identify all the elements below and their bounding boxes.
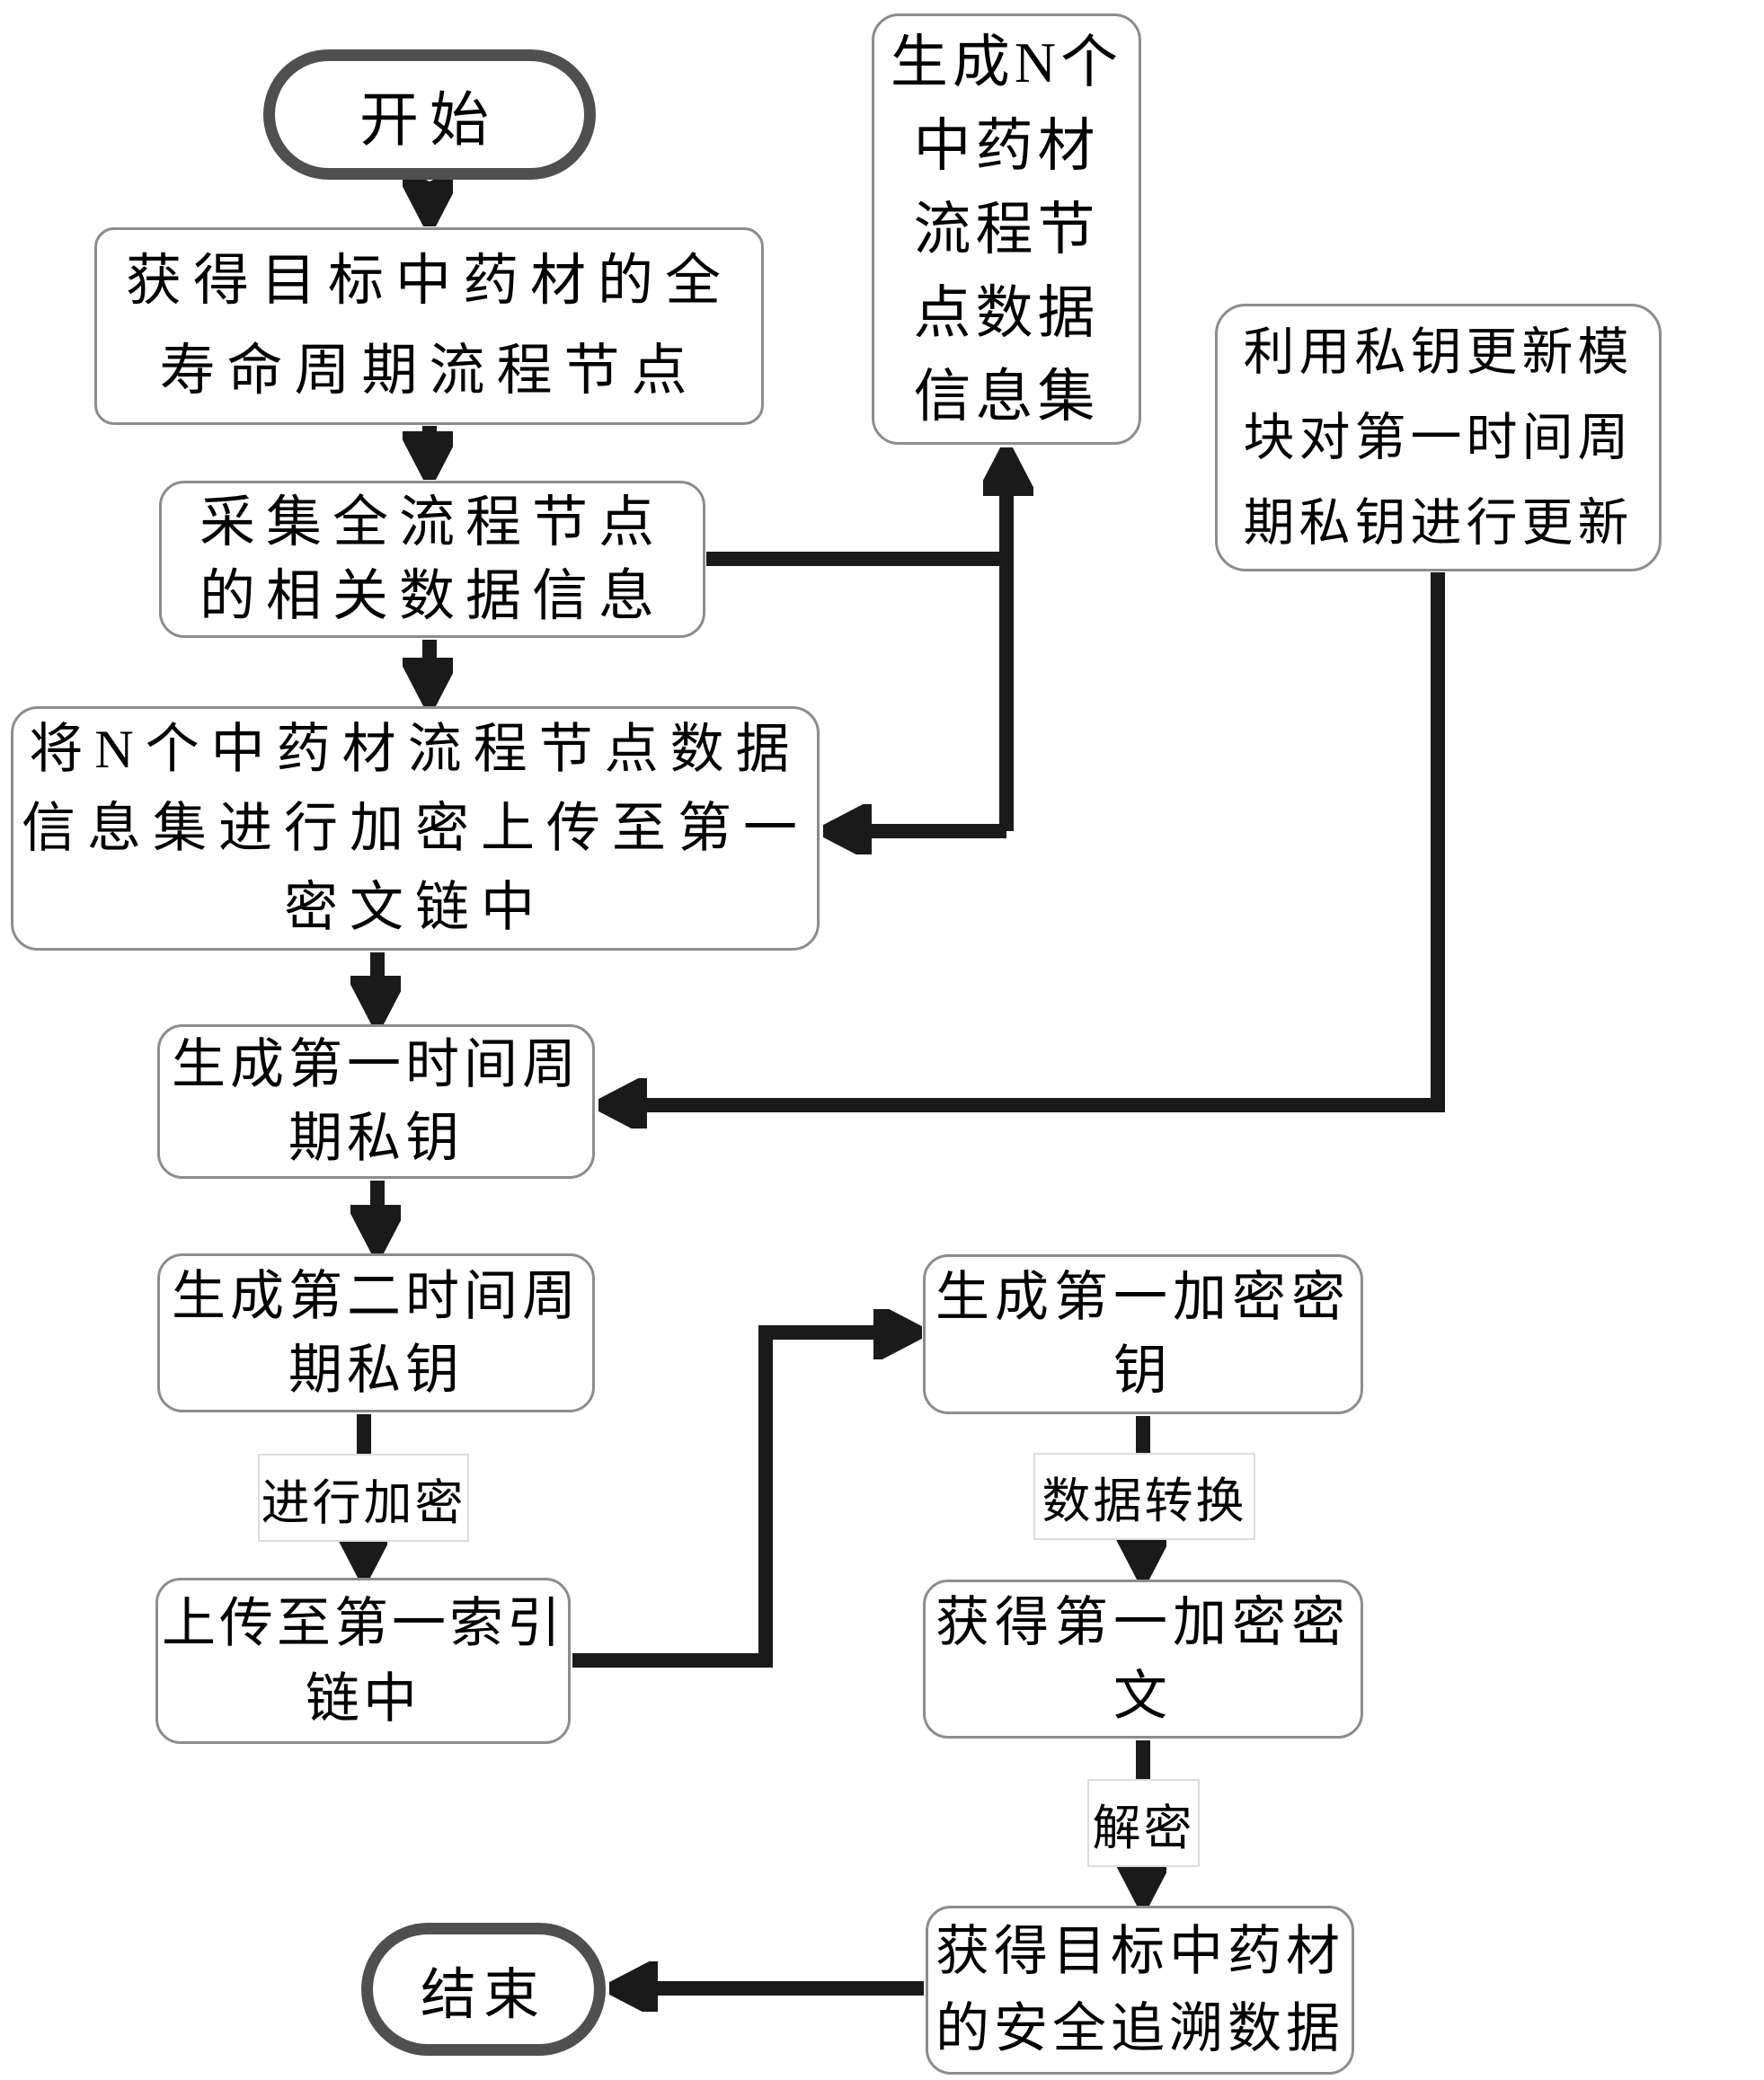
text-line: 获得目标中药材 xyxy=(935,1922,1344,1981)
text-line: 期私钥进行更新 xyxy=(1243,494,1634,552)
text-line: 生成第一时间周 xyxy=(172,1035,581,1094)
node-acquire-lifecycle: 获得目标中药材的全 寿命周期流程节点 xyxy=(94,227,764,425)
text-line: 钥 xyxy=(1113,1341,1173,1401)
text-line: 生成第二时间周 xyxy=(172,1266,581,1326)
text-line: 信息集 xyxy=(913,364,1100,429)
text-line: 密文链中 xyxy=(284,878,546,937)
text-line: 点数据 xyxy=(913,280,1100,345)
node-encrypt-upload-cipher-chain: 将N个中药材流程节点数据 信息集进行加密上传至第一 密文链中 xyxy=(11,706,820,951)
text-line: 块对第一时间周 xyxy=(1243,409,1634,466)
text-line: 信息集进行加密上传至第一 xyxy=(22,799,809,858)
text-line: 数据转换 xyxy=(1042,1474,1247,1528)
arrow-index-upload-to-encrypt-key xyxy=(572,1332,918,1668)
node-generate-dataset: 生成N个 中药材 流程节 点数据 信息集 xyxy=(872,13,1141,445)
node-second-period-key: 生成第二时间周 期私钥 xyxy=(157,1253,595,1412)
text-line: 生成N个 xyxy=(890,30,1123,94)
text-line: 期私钥 xyxy=(288,1340,464,1400)
text-line: 将N个中药材流程节点数据 xyxy=(29,720,802,779)
node-first-cipher-text: 获得第一加密密 文 xyxy=(923,1580,1363,1739)
text-line: 寿命周期流程节点 xyxy=(159,341,699,402)
node-end-terminal: 结束 xyxy=(361,1923,606,2056)
node-trace-data: 获得目标中药材 的安全追溯数据 xyxy=(926,1906,1354,2075)
node-upload-index-chain: 上传至第一索引 链中 xyxy=(155,1578,571,1744)
edge-label-encrypt: 进行加密 xyxy=(258,1454,469,1542)
text-line: 的安全追溯数据 xyxy=(935,1999,1344,2058)
text-line: 中药材 xyxy=(913,113,1100,178)
text-line: 获得第一加密密 xyxy=(935,1592,1351,1652)
text-line: 的相关数据信息 xyxy=(199,565,665,627)
text-line: 利用私钥更新模 xyxy=(1243,323,1634,381)
text-line: 获得目标中药材的全 xyxy=(125,251,732,312)
text-line: 文 xyxy=(1113,1666,1173,1726)
arrow-update-module-to-first-key xyxy=(602,572,1445,1105)
text-line: 上传至第一索引 xyxy=(162,1593,564,1653)
node-update-key-module: 利用私钥更新模 块对第一时间周 期私钥进行更新 xyxy=(1215,304,1662,571)
text-line: 开始 xyxy=(359,87,500,154)
text-line: 流程节 xyxy=(913,197,1100,261)
node-first-encrypt-key: 生成第一加密密 钥 xyxy=(923,1254,1363,1414)
text-line: 链中 xyxy=(306,1668,421,1729)
text-line: 进行加密 xyxy=(261,1475,466,1530)
text-line: 解密 xyxy=(1092,1801,1195,1855)
text-line: 生成第一加密密 xyxy=(935,1268,1351,1327)
node-start-terminal: 开始 xyxy=(263,49,596,180)
node-collect-data: 采集全流程节点 的相关数据信息 xyxy=(159,481,705,638)
text-line: 采集全流程节点 xyxy=(199,491,665,553)
text-line: 结束 xyxy=(420,1965,546,2026)
edge-label-decrypt: 解密 xyxy=(1087,1779,1200,1867)
text-line: 期私钥 xyxy=(288,1109,464,1168)
node-first-period-key: 生成第一时间周 期私钥 xyxy=(157,1024,595,1179)
edge-label-convert: 数据转换 xyxy=(1033,1453,1255,1540)
